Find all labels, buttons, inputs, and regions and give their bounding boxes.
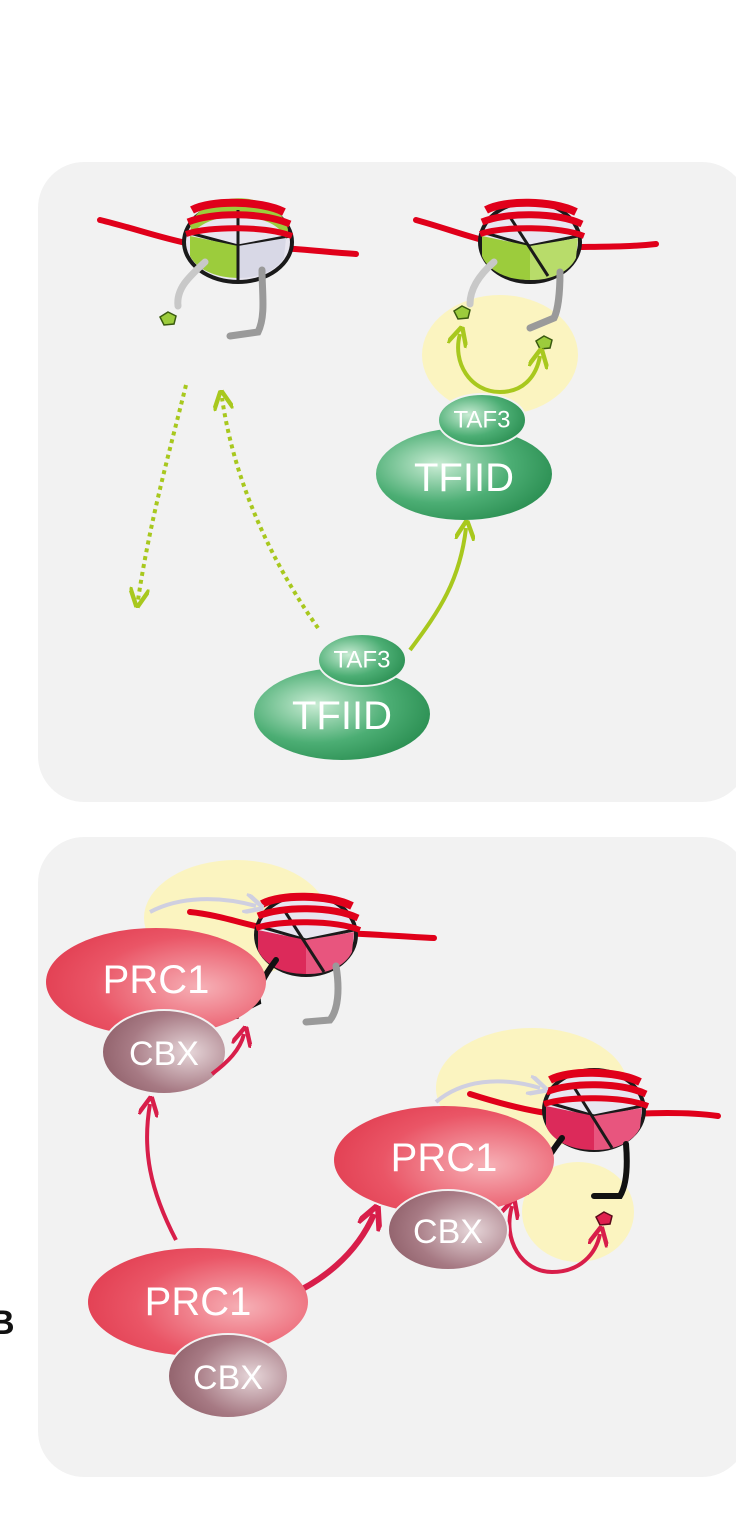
binding-arrow <box>509 1206 600 1275</box>
nucleosome-bound-prc1-b <box>434 1068 721 1275</box>
mark-pentagon <box>159 311 177 326</box>
binding-arrow <box>210 1034 244 1076</box>
prc1-complex-b: PRC1 CBX <box>334 1106 554 1271</box>
cbx-label: CBX <box>413 1213 483 1251</box>
prc1-label: PRC1 <box>103 958 210 1002</box>
binding-arrow <box>458 334 540 395</box>
prc1-complex-free: PRC1 CBX <box>88 1248 308 1419</box>
prc1-oval <box>46 928 266 1036</box>
taf3-label: TAF3 <box>334 647 391 674</box>
tfiid-oval <box>254 668 430 760</box>
cbx-label: CBX <box>193 1359 263 1397</box>
tfiid-label: TFIID <box>414 456 514 500</box>
taf3-label: TAF3 <box>454 407 511 434</box>
cbx-oval <box>387 1189 509 1271</box>
spreading-arrow <box>434 1081 540 1104</box>
nucleosome-bound-tfiid <box>413 198 659 415</box>
recruitment-arrow <box>408 528 466 652</box>
prc1-complex-a: PRC1 CBX <box>46 928 266 1095</box>
cbx-oval <box>101 1009 227 1095</box>
taf3-oval <box>437 393 527 447</box>
tfiid-oval <box>376 428 552 520</box>
panel-label-b: B <box>0 1304 15 1342</box>
spreading-arrow <box>149 899 256 912</box>
tfiid-label: TFIID <box>292 694 392 738</box>
tfiid-complex-free: TAF3 TFIID <box>254 633 430 760</box>
taf3-oval <box>317 633 407 687</box>
tfiid-complex-bound: TAF3 TFIID <box>376 393 552 520</box>
recruitment-arrow-up <box>147 1104 178 1241</box>
cbx-oval <box>167 1333 289 1419</box>
prc1-label: PRC1 <box>391 1136 498 1180</box>
prc1-label: PRC1 <box>145 1280 252 1324</box>
mark-pentagon <box>453 305 471 320</box>
prc1-oval <box>334 1106 554 1214</box>
nucleosome-unbound <box>97 198 359 340</box>
cbx-label: CBX <box>129 1035 199 1073</box>
prc1-oval <box>88 1248 308 1356</box>
dashed-arrow-down <box>138 384 188 600</box>
